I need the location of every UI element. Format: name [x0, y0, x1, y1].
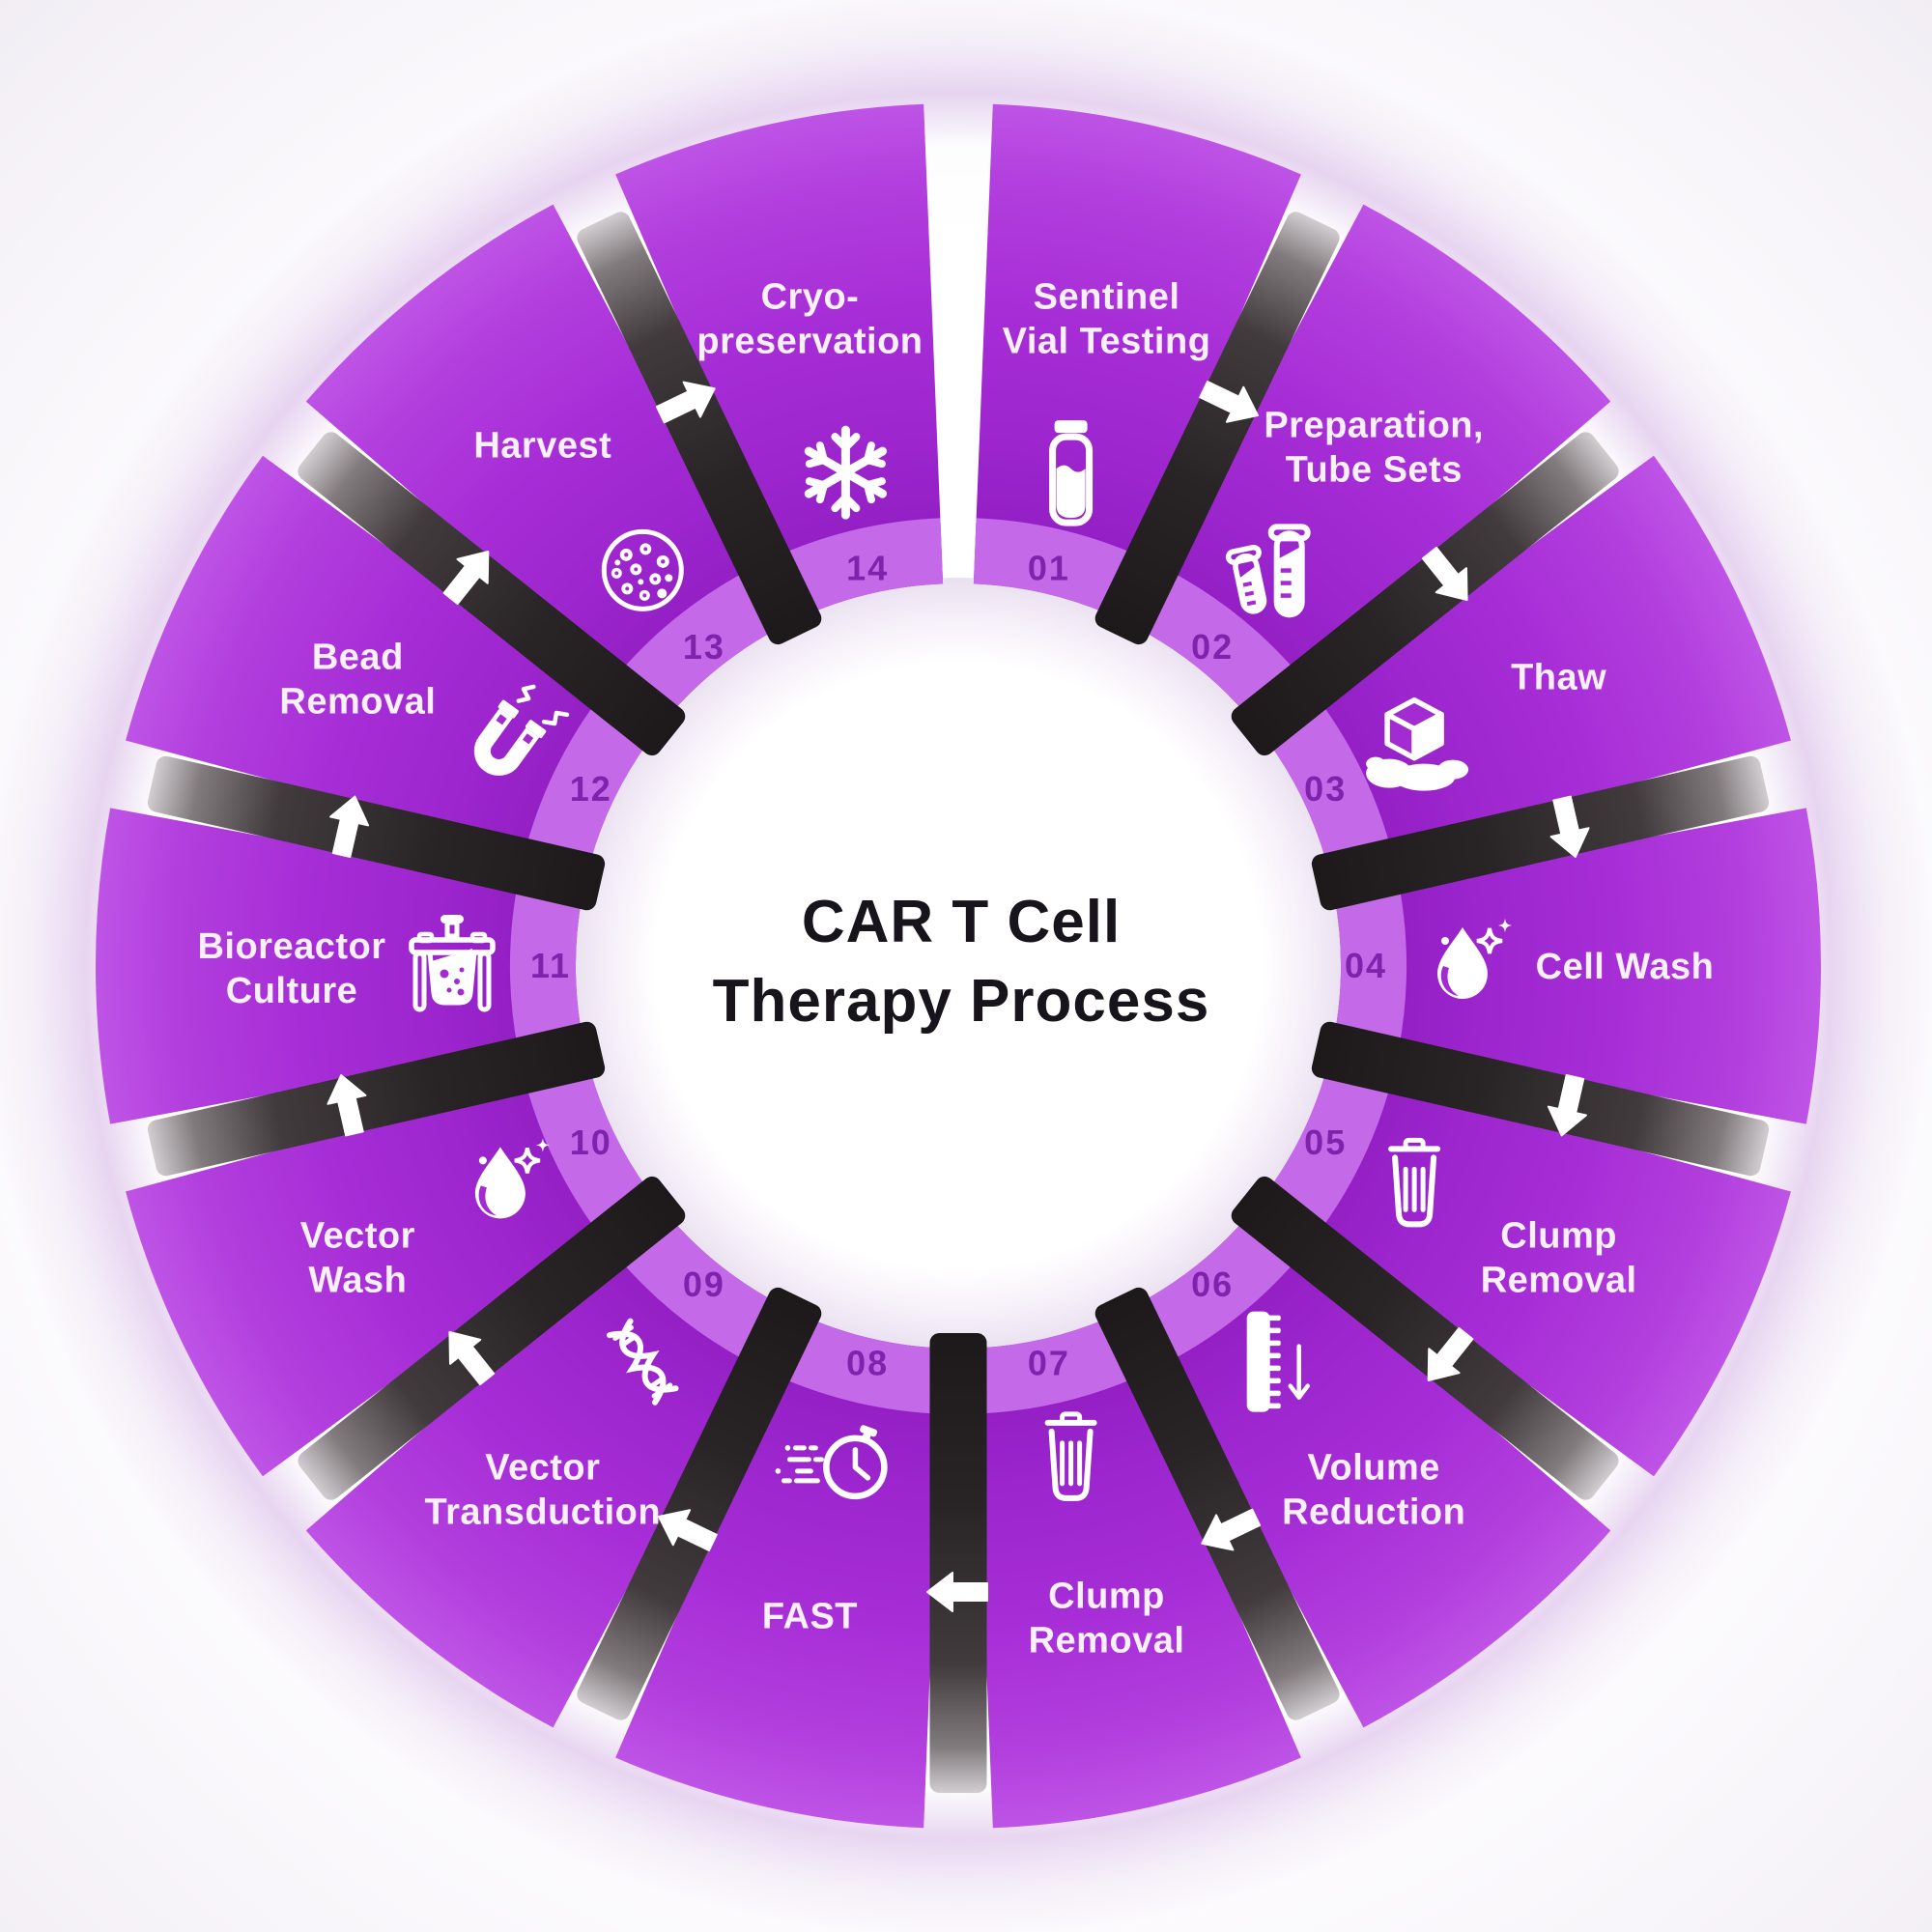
segment-number-band-08: [780, 1317, 944, 1414]
step-number-04: 04: [1345, 946, 1387, 985]
trash-icon: [1044, 1411, 1097, 1501]
flow-divider-8: [577, 1287, 822, 1720]
flow-divider-2: [1231, 432, 1619, 756]
step-label-03: Thaw: [1511, 658, 1606, 698]
dna-helix-icon: [607, 1318, 679, 1406]
segment-number-band-06: [1138, 1216, 1297, 1362]
trash-icon: [1388, 1137, 1441, 1228]
bioreactor-icon: [409, 915, 496, 1012]
flow-arrow-icon: [327, 1073, 367, 1137]
melting-ice-cube-icon: [1366, 696, 1469, 791]
flow-arrow-icon: [1549, 795, 1590, 859]
snowflake-icon: [804, 425, 888, 520]
flow-divider-1: [1094, 212, 1340, 645]
segment-wedge-09: [305, 1216, 779, 1728]
step-number-07: 07: [1028, 1343, 1070, 1382]
segment-wedge-13: [305, 204, 779, 716]
flow-divider-6: [1094, 1287, 1340, 1720]
flow-arrow-icon: [329, 795, 370, 859]
flow-divider-12: [298, 432, 686, 756]
segment-number-band-13: [619, 570, 779, 716]
step-label-04: Cell Wash: [1536, 947, 1715, 987]
flow-arrow-icon: [658, 1509, 718, 1551]
flow-arrow-icon: [1427, 1326, 1474, 1382]
step-number-08: 08: [846, 1343, 889, 1382]
segment-number-band-12: [526, 700, 650, 867]
flow-divider-5: [1231, 1176, 1619, 1500]
step-number-11: 11: [530, 946, 571, 985]
segment-number-band-11: [509, 883, 582, 1049]
droplet-sparkle-icon: [1437, 918, 1513, 999]
segment-wedge-14: [615, 103, 944, 615]
step-number-13: 13: [683, 627, 725, 667]
segment-number-band-01: [973, 518, 1137, 615]
step-number-02: 02: [1191, 627, 1234, 667]
step-number-05: 05: [1304, 1122, 1347, 1162]
segment-number-band-14: [780, 518, 944, 615]
vial-icon: [1049, 420, 1094, 526]
step-number-14: 14: [846, 549, 889, 588]
flow-arrow-icon: [926, 1572, 988, 1612]
speed-stopwatch-icon: [775, 1425, 888, 1500]
flow-divider-9: [298, 1176, 686, 1500]
segment-number-band-07: [973, 1317, 1137, 1414]
flow-arrow-icon: [1421, 546, 1468, 601]
segment-number-band-04: [1334, 883, 1407, 1049]
step-label-02: Preparation,Tube Sets: [1264, 406, 1484, 491]
step-label-14: Cryo-preservation: [696, 276, 923, 361]
flow-divider-13: [577, 212, 822, 645]
step-number-12: 12: [570, 769, 612, 809]
flow-divider-11: [147, 755, 606, 911]
flow-arrow-icon: [1547, 1073, 1587, 1137]
flow-arrow-icon: [448, 1331, 496, 1386]
flow-divider-10: [147, 1021, 606, 1177]
test-tubes-icon: [1225, 524, 1311, 618]
diagram-title-line2: Therapy Process: [713, 968, 1210, 1035]
segment-number-band-02: [1138, 570, 1297, 716]
segment-number-band-05: [1266, 1065, 1391, 1232]
diagram-title-line1: CAR T Cell: [802, 889, 1121, 955]
magnet-icon: [473, 684, 570, 776]
segment-number-band-10: [526, 1065, 650, 1232]
flow-arrow-icon: [442, 550, 490, 606]
segment-wedge-10: [126, 1065, 650, 1477]
cell-culture-icon: [601, 528, 684, 611]
step-number-06: 06: [1191, 1264, 1234, 1304]
step-label-08: FAST: [762, 1597, 858, 1637]
flow-divider-7: [929, 1333, 987, 1793]
step-number-03: 03: [1304, 769, 1347, 809]
segment-wedge-04: [1334, 808, 1821, 1124]
segment-number-band-03: [1266, 700, 1391, 867]
flow-arrow-icon: [1201, 1508, 1262, 1551]
step-label-13: Harvest: [473, 426, 611, 467]
center-disc: [570, 578, 1347, 1354]
flow-arrow-icon: [655, 381, 716, 424]
step-number-09: 09: [683, 1264, 725, 1304]
segment-wedge-08: [615, 1317, 944, 1829]
step-number-01: 01: [1028, 549, 1070, 588]
droplet-sparkle-icon: [474, 1138, 551, 1219]
segment-wedge-11: [96, 808, 582, 1124]
step-number-10: 10: [570, 1122, 612, 1162]
ruler-reduction-icon: [1246, 1311, 1310, 1412]
segment-wedge-07: [973, 1317, 1301, 1829]
flow-divider-3: [1311, 755, 1770, 911]
flow-divider-4: [1311, 1021, 1770, 1177]
segment-number-band-09: [619, 1216, 779, 1362]
flow-arrow-icon: [1199, 381, 1259, 423]
